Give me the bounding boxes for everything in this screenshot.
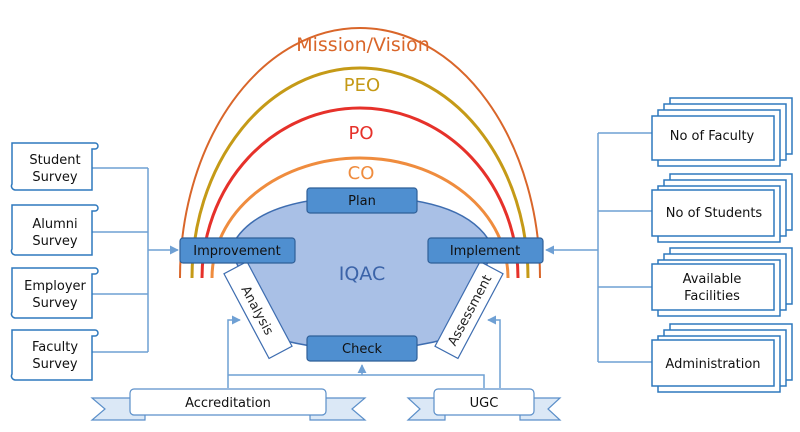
no-of-faculty-stack: No of Faculty (651, 97, 793, 167)
implement-label: Implement (450, 244, 520, 259)
check-label: Check (342, 342, 382, 357)
peo-label: PEO (344, 75, 380, 96)
faculty-survey-scroll: Faculty Survey (10, 329, 99, 381)
alumni-survey-scroll: Alumni Survey (10, 204, 99, 256)
accreditation-ribbon: Accreditation (90, 388, 367, 421)
no-of-faculty-label: No of Faculty (670, 129, 755, 144)
employer-survey-scroll: Employer Survey (10, 267, 99, 319)
alumni-survey-line2: Survey (32, 234, 78, 249)
po-label: PO (348, 123, 373, 144)
plan-label: Plan (348, 194, 376, 209)
mission-vision-label: Mission/Vision (296, 34, 430, 56)
survey-connectors (92, 167, 179, 353)
assessment-box: Assessment (434, 260, 504, 360)
employer-survey-line1: Employer (24, 279, 86, 294)
implement-box: Implement (427, 237, 544, 264)
co-arc (210, 156, 510, 279)
faculty-survey-line1: Faculty (32, 340, 78, 355)
plan-box: Plan (306, 187, 418, 214)
student-survey-scroll: Student Survey (10, 142, 99, 191)
po-arc (200, 106, 520, 279)
resource-connectors (545, 132, 652, 363)
accreditation-label: Accreditation (185, 396, 271, 411)
check-box: Check (306, 335, 418, 362)
bottom-connectors (227, 315, 501, 388)
ugc-ribbon: UGC (406, 388, 562, 421)
administration-label: Administration (665, 357, 760, 372)
peo-arc (190, 66, 530, 279)
ugc-label: UGC (470, 396, 499, 411)
co-label: CO (348, 163, 375, 184)
alumni-survey-line1: Alumni (32, 217, 77, 232)
student-survey-line2: Survey (32, 170, 78, 185)
no-of-students-stack: No of Students (651, 173, 793, 243)
improvement-box: Improvement (179, 237, 296, 264)
available-facilities-line1: Available (683, 272, 742, 287)
administration-stack: Administration (651, 323, 793, 393)
employer-survey-line2: Survey (32, 296, 78, 311)
iqac-label: IQAC (339, 263, 386, 285)
mission-vision-arc (179, 27, 541, 279)
faculty-survey-line2: Survey (32, 357, 78, 372)
improvement-label: Improvement (193, 244, 280, 259)
no-of-students-label: No of Students (666, 206, 763, 221)
available-facilities-stack: Available Facilities (651, 247, 793, 317)
student-survey-line1: Student (29, 153, 80, 168)
available-facilities-line2: Facilities (684, 289, 740, 304)
